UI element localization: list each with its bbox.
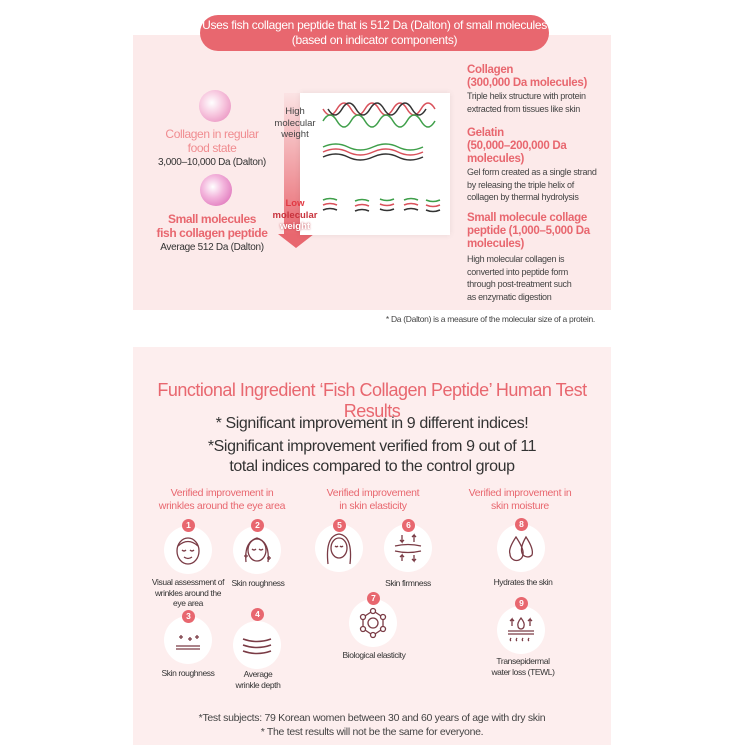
l: eye area: [173, 598, 203, 608]
label-3: Skin roughness: [161, 668, 215, 678]
skin-sparkle-icon: [164, 616, 212, 664]
l: wrinkle depth: [235, 679, 281, 690]
banner-line-1: Uses fish collagen peptide that is 512 D…: [202, 18, 547, 32]
peptide-title: Small molecules fish collagen peptide: [142, 212, 282, 240]
peptide-value: Average 512 Da (Dalton): [160, 242, 264, 253]
desc-line: collagen by thermal hydrolysis: [467, 192, 579, 202]
badge-9: 9: [515, 597, 528, 610]
low-2: molecular: [272, 209, 318, 221]
badge-7: 7: [367, 592, 380, 605]
label-8: Hydrates the skin: [493, 577, 553, 587]
l: Visual assessment of: [151, 577, 225, 587]
regular-title-2: food state: [187, 141, 237, 155]
footer-1: *Test subjects: 79 Korean women between …: [198, 712, 546, 724]
badge-1: 1: [182, 519, 195, 532]
high-1: High: [285, 106, 305, 117]
test-summary: * Significant improvement in 9 different…: [133, 414, 611, 477]
regular-title-1: Collagen in regular: [165, 127, 259, 141]
low-1: Low: [285, 198, 305, 209]
badge-3: 3: [182, 610, 195, 623]
peptide-title-1: Small molecules: [167, 212, 257, 226]
peptide-desc-title: Small molecule collage peptide (1,000–5,…: [467, 212, 590, 250]
arrow-down-icon: [278, 234, 314, 248]
summary-line-1: * Significant improvement in 9 different…: [215, 415, 529, 432]
label-2: Skin roughness: [231, 578, 285, 588]
collagen-sub: (300,000 Da molecules): [467, 77, 587, 89]
desc-line: extracted from tissues like skin: [467, 103, 580, 114]
summary-line-2: *Significant improvement verified from 9…: [207, 438, 537, 455]
label-7: Biological elasticity: [342, 650, 406, 660]
face-sparkle-icon: [233, 526, 281, 574]
badge-6: 6: [402, 519, 415, 532]
peptide-title-2: fish collagen peptide: [156, 226, 268, 240]
desc-line: Triple helix structure with protein: [467, 91, 586, 101]
l: wrinkles around the: [154, 587, 222, 598]
high-2: molecular: [274, 117, 316, 129]
wrinkle-layers-icon: [233, 621, 281, 669]
water-drops-icon: [497, 524, 545, 572]
h2: skin moisture: [491, 500, 549, 512]
high-3: weight: [281, 129, 309, 140]
collagen-bubble-icon: [199, 90, 231, 122]
desc-line: converted into peptide form: [467, 266, 568, 277]
test-footnotes: *Test subjects: 79 Korean women between …: [133, 711, 611, 739]
desc-line: through post-treatment such: [467, 279, 572, 289]
collagen-description: Collagen (300,000 Da molecules) Triple h…: [467, 64, 607, 115]
badge-5: 5: [333, 519, 346, 532]
badge-4: 4: [251, 608, 264, 621]
gelatin-description: Gelatin (50,000–200,000 Da molecules) Ge…: [467, 127, 602, 204]
footer-2: * The test results will not be the same …: [260, 726, 484, 738]
molecule-ring-icon: [349, 599, 397, 647]
firmness-arrows-icon: [384, 524, 432, 572]
low-weight-label: Low molecular weight: [268, 198, 322, 233]
h1: Verified improvement in: [468, 487, 572, 499]
banner-line-2: (based on indicator components): [291, 33, 458, 47]
label-6: Skin firmness: [385, 578, 431, 588]
desc-line: Gel form created as a single strand: [467, 167, 597, 177]
tewl-icon: [497, 606, 545, 654]
low-3: weight: [279, 221, 311, 232]
h1: Verified improvement: [326, 487, 420, 499]
desc-line: by releasing the triple helix of: [467, 179, 574, 190]
l: Average: [243, 669, 273, 679]
badge-8: 8: [515, 518, 528, 531]
summary-line-3: total indices compared to the control gr…: [229, 458, 515, 475]
face-icon: [164, 526, 212, 574]
woman-face-icon: [315, 524, 363, 572]
l: Transepidermal: [496, 656, 550, 666]
high-weight-label: High molecular weight: [270, 106, 320, 141]
molecule-waves: [322, 102, 441, 213]
h2: in skin elasticity: [339, 500, 407, 512]
regular-collagen-title: Collagen in regular food state: [142, 127, 282, 155]
desc-line: as enzymatic digestion: [467, 291, 552, 302]
h2: wrinkles around the eye area: [158, 500, 286, 512]
molecule-diagram: [300, 93, 450, 235]
regular-value: 3,000–10,000 Da (Dalton): [158, 157, 266, 168]
badge-2: 2: [251, 519, 264, 532]
dalton-footnote: * Da (Dalton) is a measure of the molecu…: [385, 314, 595, 324]
l: water loss (TEWL): [491, 666, 555, 677]
banner: Uses fish collagen peptide that is 512 D…: [200, 15, 549, 51]
test-title: Functional Ingredient ‘Fish Collagen Pep…: [157, 380, 587, 421]
peptide-bubble-icon: [200, 174, 232, 206]
desc-line: High molecular collagen is: [467, 254, 565, 264]
gelatin-title: Gelatin: [467, 127, 504, 139]
h1: Verified improvement in: [170, 487, 274, 499]
peptide-description: Small molecule collage peptide (1,000–5,…: [467, 212, 592, 303]
collagen-title: Collagen: [467, 64, 514, 76]
gelatin-sub: (50,000–200,000 Da molecules): [467, 140, 567, 165]
